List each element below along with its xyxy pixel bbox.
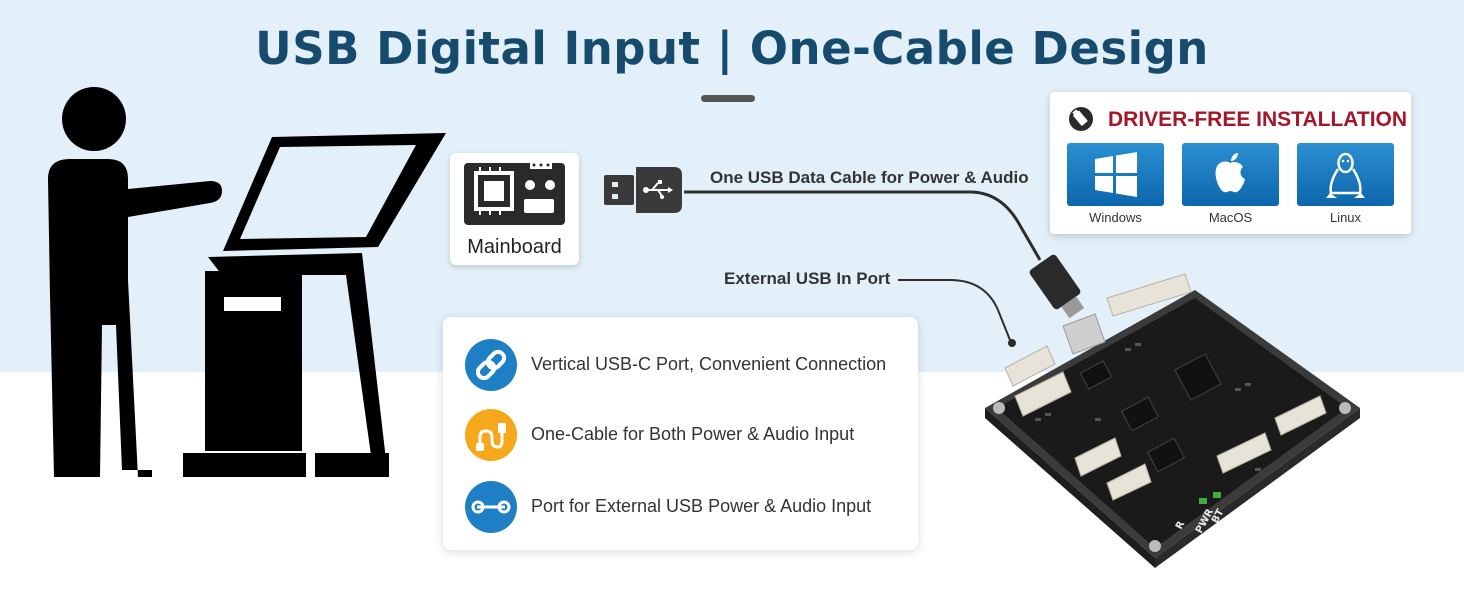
windows-label: Windows — [1089, 210, 1142, 225]
external-port-label: External USB In Port — [724, 269, 891, 288]
windows-logo-icon — [1095, 152, 1137, 197]
windows-tile — [1067, 143, 1164, 206]
usb-plug-icon — [604, 167, 682, 213]
feature-item: One-Cable for Both Power & Audio Input — [465, 409, 910, 461]
feature-text: Vertical USB-C Port, Convenient Connecti… — [531, 354, 887, 374]
title-divider — [701, 95, 755, 102]
feature-icon-circle — [465, 409, 517, 461]
page-title: USB Digital Input | One-Cable Design — [255, 22, 1209, 75]
linux-tile — [1297, 143, 1394, 206]
linux-penguin-icon — [1326, 152, 1365, 198]
kiosk-user-icon — [48, 87, 446, 477]
usb-plug-icon — [1069, 107, 1093, 131]
feature-item: Vertical USB-C Port, Convenient Connecti… — [465, 339, 910, 391]
features-card: Vertical USB-C Port, Convenient Connecti… — [443, 317, 918, 550]
port-connector-icon — [471, 500, 511, 514]
cable-label: One USB Data Cable for Power & Audio — [710, 168, 1029, 187]
macos-label: MacOS — [1208, 210, 1253, 225]
circuit-board: BT PWR R — [985, 273, 1360, 568]
macos-tile — [1182, 143, 1279, 206]
driver-title: DRIVER-FREE INSTALLATION — [1108, 108, 1408, 131]
apple-logo-icon — [1215, 153, 1245, 193]
feature-icon-circle — [465, 339, 517, 391]
mainboard-card: Mainboard — [450, 153, 579, 265]
feature-icon-circle — [465, 481, 517, 533]
chain-link-icon — [475, 349, 507, 381]
feature-item: Port for External USB Power & Audio Inpu… — [465, 481, 910, 533]
mainboard-label: Mainboard — [467, 236, 562, 258]
feature-text: Port for External USB Power & Audio Inpu… — [531, 496, 872, 516]
mainboard-icon — [464, 161, 565, 225]
linux-label: Linux — [1329, 210, 1362, 225]
driver-free-card: DRIVER-FREE INSTALLATION Windows MacOS L… — [1050, 92, 1411, 234]
usb-cable-icon — [476, 423, 506, 451]
feature-text: One-Cable for Both Power & Audio Input — [531, 424, 855, 444]
